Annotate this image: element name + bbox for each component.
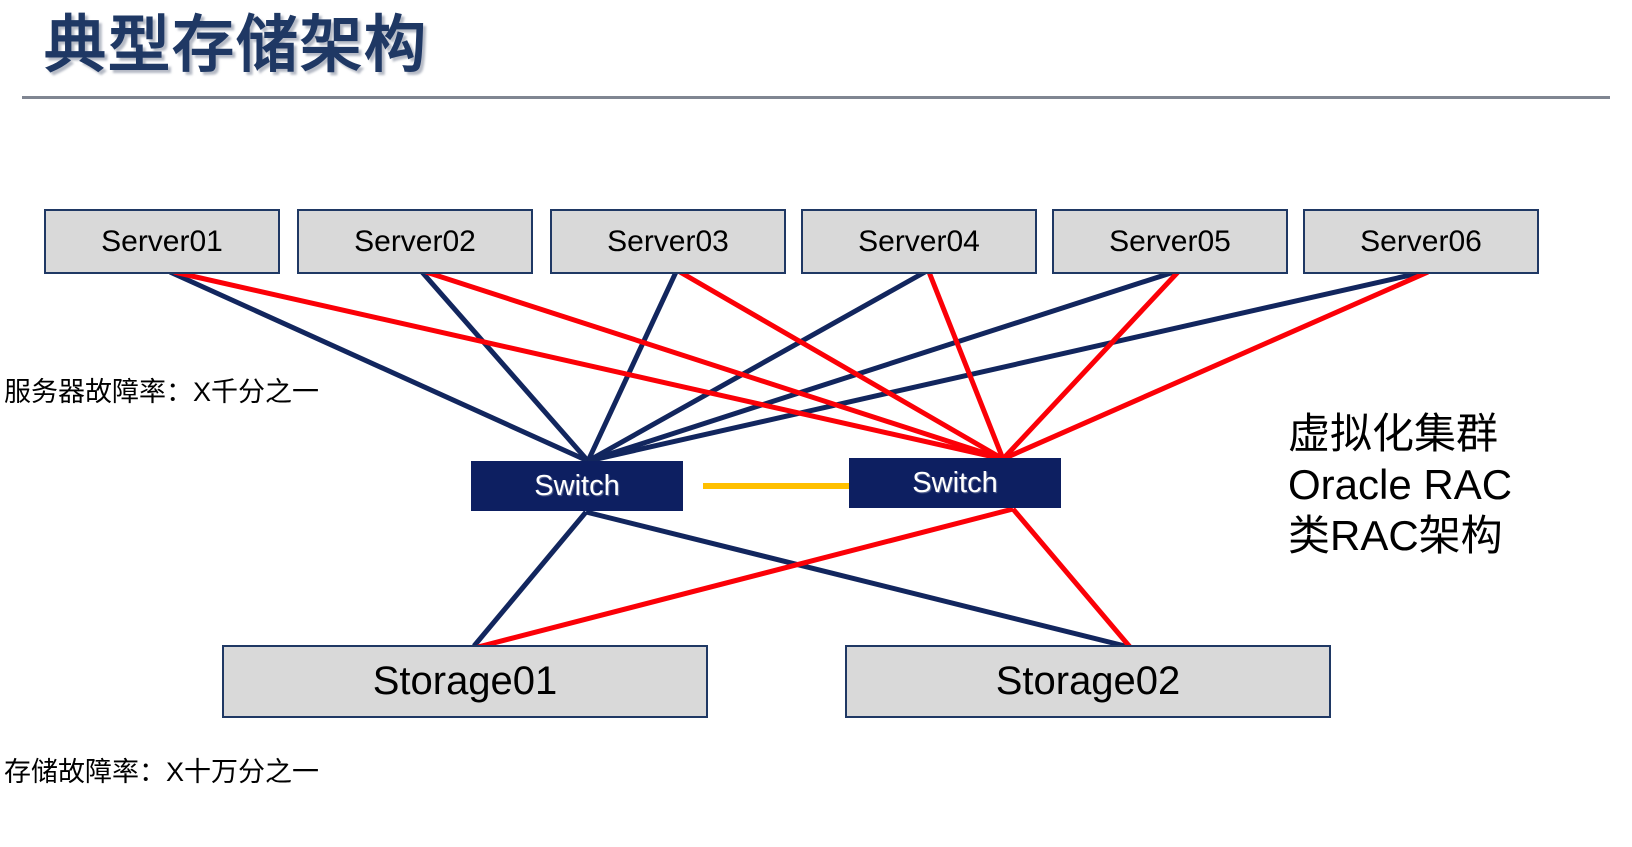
- link-switch-a-storage-2: [585, 509, 1126, 649]
- server-node-1[interactable]: Server01: [44, 209, 280, 274]
- links-switch-b-to-storage: [477, 506, 1132, 650]
- cluster-note: 虚拟化集群 Oracle RAC 类RAC架构: [1288, 408, 1512, 561]
- switch-node-1[interactable]: Switch: [471, 461, 683, 511]
- link-server-switch-b-2: [425, 269, 1004, 462]
- server-node-2-label: Server02: [354, 224, 476, 258]
- server-failure-rate-label: 服务器故障率：X千分之一: [4, 377, 320, 407]
- link-server-switch-a-6: [587, 269, 1425, 464]
- server-node-4-label: Server04: [858, 224, 980, 258]
- storage-node-1-label: Storage01: [372, 659, 558, 703]
- link-server-switch-b-5: [1001, 270, 1180, 461]
- server-node-4[interactable]: Server04: [801, 209, 1037, 274]
- cluster-note-line-2: Oracle RAC: [1288, 461, 1513, 508]
- cluster-note-line-1: 虚拟化集群: [1288, 410, 1499, 457]
- storage-failure-rate-label: 存储故障率：X十万分之一: [4, 757, 320, 787]
- server-node-3[interactable]: Server03: [550, 209, 786, 274]
- server-node-5[interactable]: Server05: [1052, 209, 1288, 274]
- server-node-6[interactable]: Server06: [1303, 209, 1539, 274]
- link-server-switch-a-1: [168, 269, 590, 464]
- storage-node-2-label: Storage02: [995, 659, 1181, 703]
- server-node-3-label: Server03: [607, 224, 729, 258]
- link-switch-a-storage-1: [472, 510, 588, 648]
- link-server-switch-b-6: [1001, 269, 1430, 462]
- links-servers-to-switch-a: [168, 269, 1425, 464]
- server-node-5-label: Server05: [1109, 224, 1231, 258]
- cluster-note-line-3: 类RAC架构: [1288, 512, 1503, 559]
- link-server-switch-a-2: [420, 270, 590, 463]
- link-switch-b-storage-2: [1011, 507, 1132, 649]
- link-server-switch-b-4: [926, 271, 1006, 460]
- storage-node-1[interactable]: Storage01: [222, 645, 708, 718]
- links-switch-a-to-storage: [472, 509, 1126, 649]
- link-server-switch-a-3: [585, 270, 679, 463]
- link-switch-b-storage-1: [477, 506, 1014, 650]
- switch-node-2[interactable]: Switch: [849, 458, 1061, 508]
- link-server-switch-a-4: [586, 269, 927, 464]
- server-node-6-label: Server06: [1360, 224, 1482, 258]
- switch-node-2-label: Switch: [912, 466, 998, 499]
- page-title: 典型存储架构: [44, 11, 429, 80]
- link-server-switch-a-5: [587, 269, 1175, 464]
- link-server-switch-b-3: [678, 269, 1005, 462]
- storage-node-2[interactable]: Storage02: [845, 645, 1331, 718]
- link-server-switch-b-1: [173, 269, 1004, 462]
- links-servers-to-switch-b: [173, 269, 1430, 462]
- server-node-1-label: Server01: [101, 224, 223, 258]
- server-node-2[interactable]: Server02: [297, 209, 533, 274]
- switch-node-1-label: Switch: [534, 469, 620, 502]
- title-divider: [22, 96, 1610, 99]
